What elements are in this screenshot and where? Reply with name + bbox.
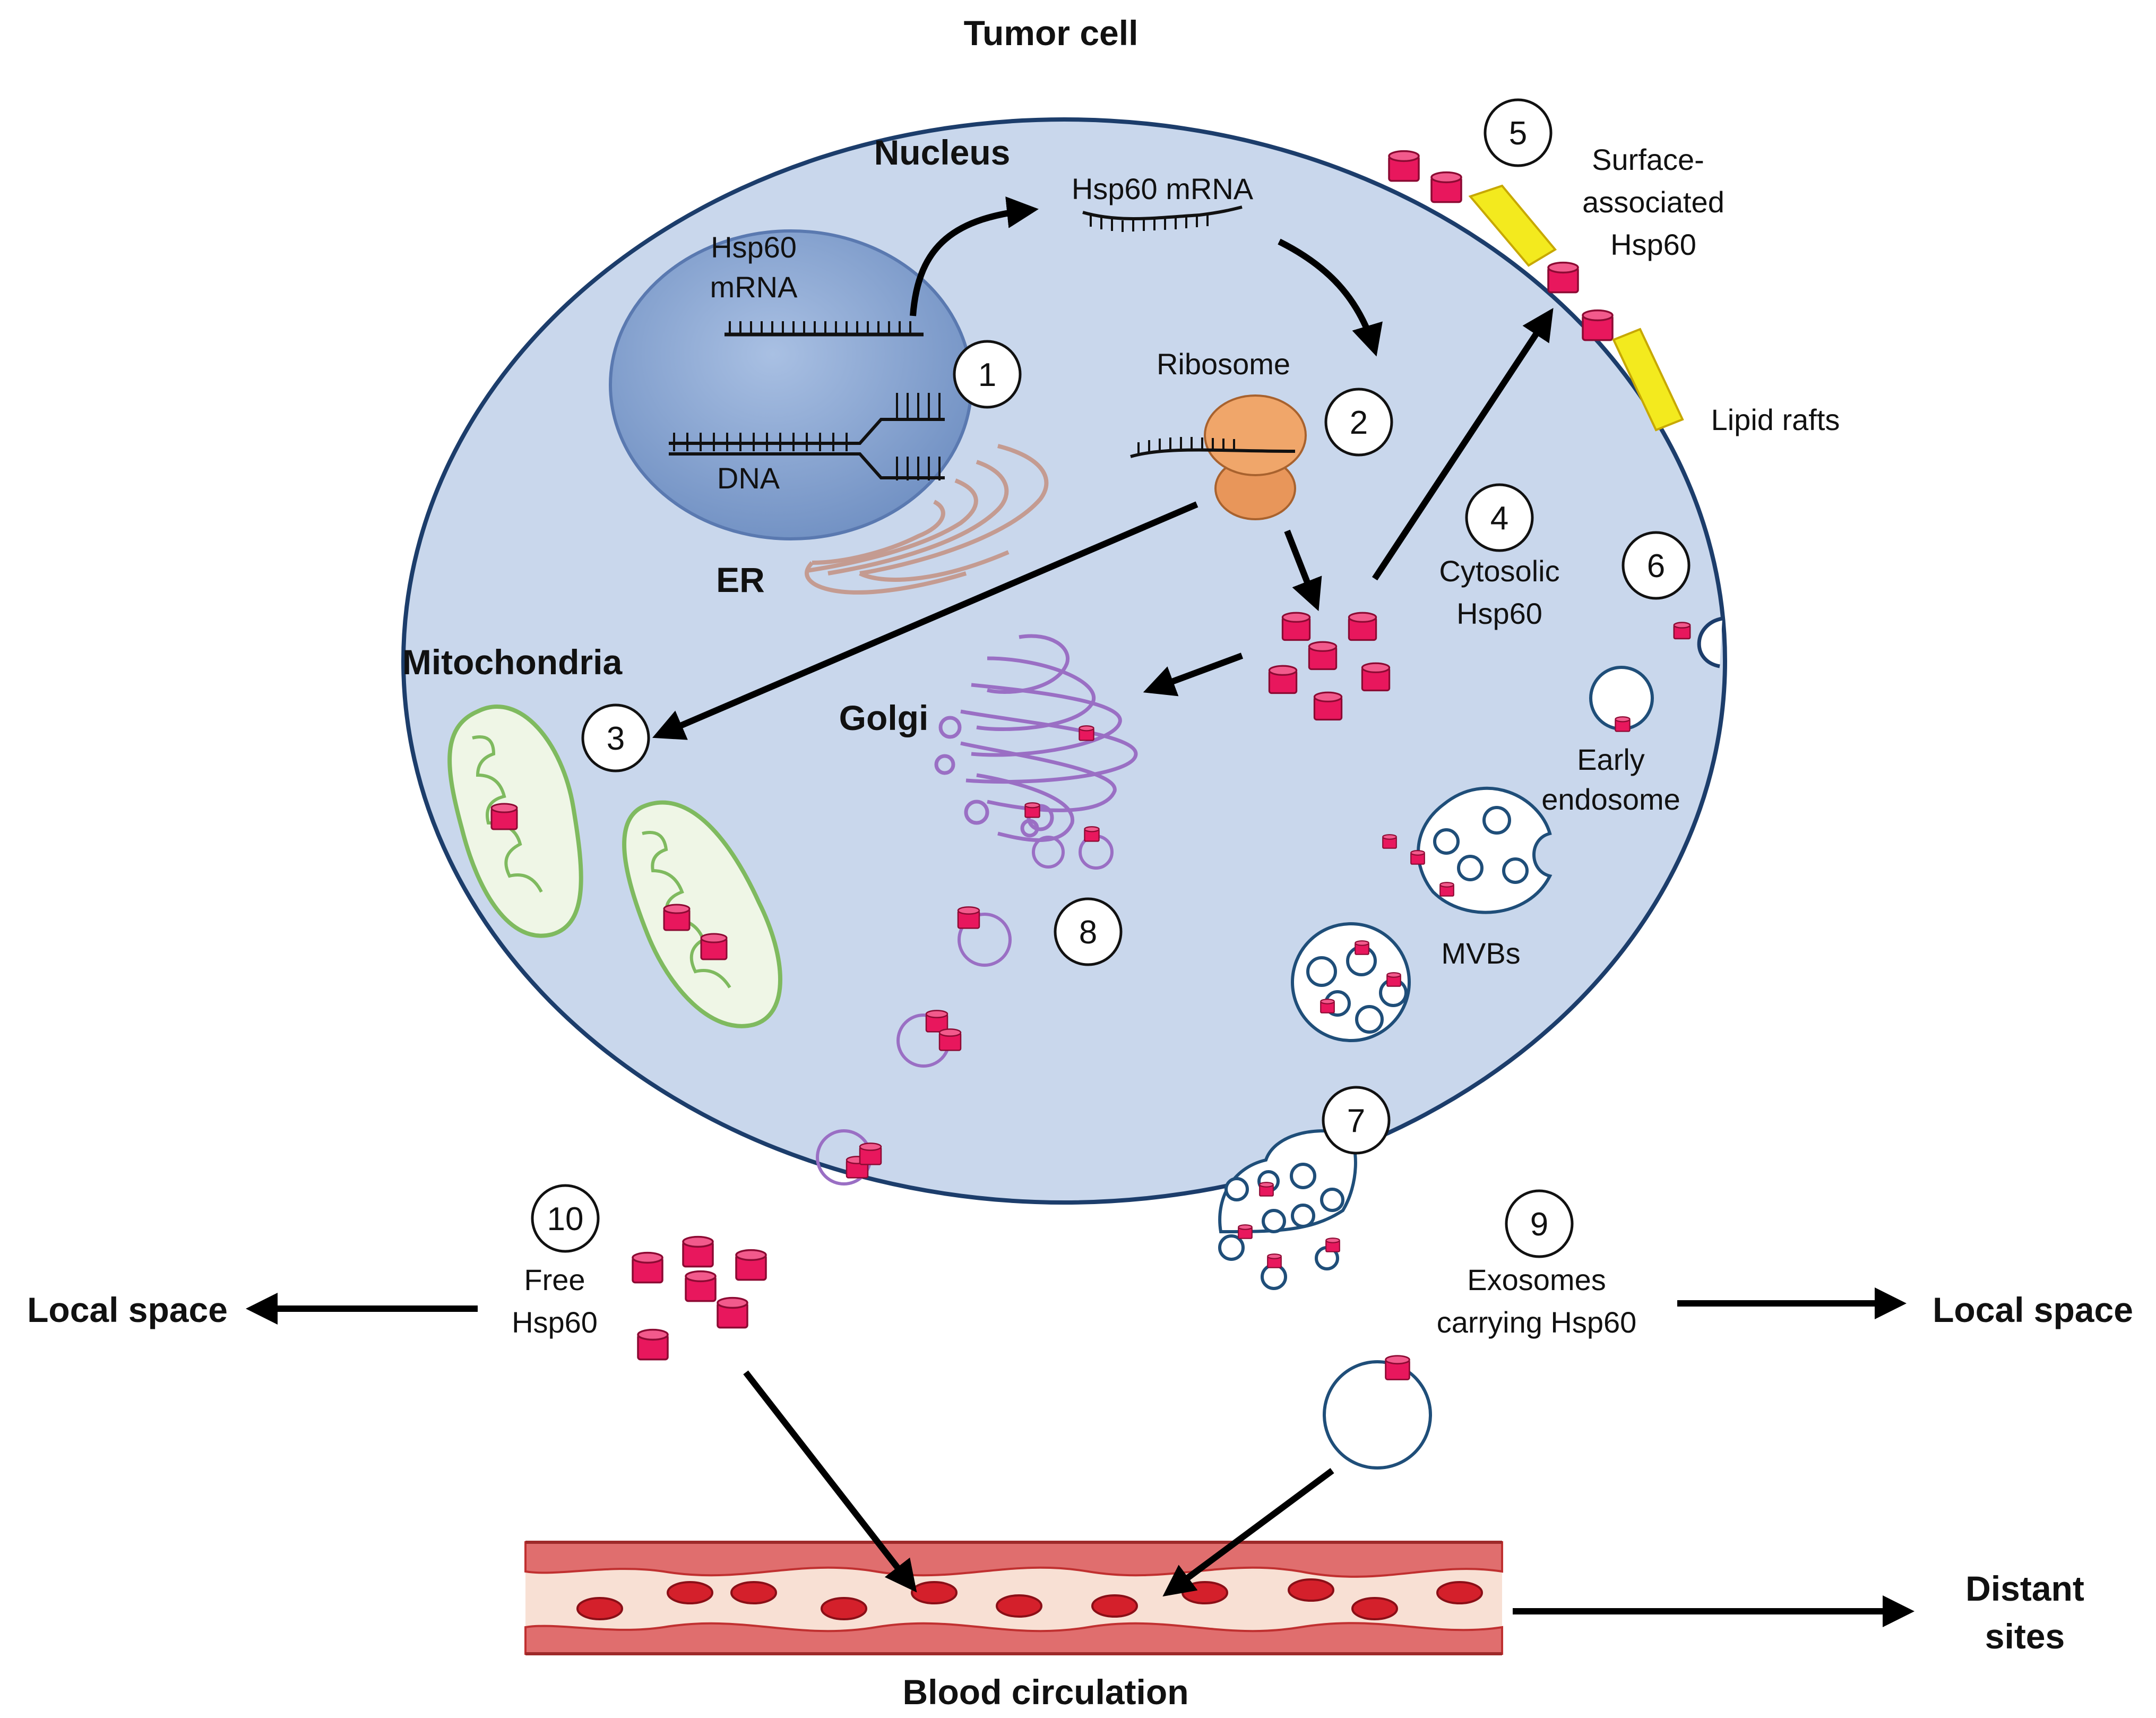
arrow-to-golgi [1143, 652, 1244, 697]
svg-text:9: 9 [1530, 1206, 1548, 1243]
arrow-to-ribosome [1278, 238, 1383, 357]
cytosolic-hsp60-label-line2: Hsp60 [1456, 597, 1542, 630]
blood-vessel [524, 1541, 1503, 1655]
er-icon [805, 444, 1049, 595]
ribosome-icon [1130, 394, 1307, 520]
mrna-export-arrow [910, 196, 1039, 316]
free-hsp60-label-line2: Hsp60 [512, 1305, 598, 1339]
distant-sites-label-line2: sites [1985, 1617, 2065, 1656]
step-badge-6: 6 [1622, 531, 1691, 600]
surface-hsp60-label-line1: Surface- [1592, 143, 1704, 176]
ribosome-label: Ribosome [1157, 347, 1290, 381]
svg-text:8: 8 [1079, 914, 1097, 951]
mitochondria-icon [447, 705, 782, 1028]
early-endosome-label-line1: Early [1577, 743, 1645, 776]
surface-hsp60-label-line3: Hsp60 [1610, 228, 1696, 261]
nuclear-mrna-icon [725, 321, 924, 337]
mitochondria-label: Mitochondria [402, 642, 623, 682]
distant-sites-label-line1: Distant [1965, 1569, 2084, 1608]
svg-text:5: 5 [1509, 115, 1527, 152]
arrow-exosome-to-blood [1162, 1468, 1334, 1597]
step-badge-8: 8 [1054, 897, 1123, 966]
er-label: ER [716, 560, 765, 599]
nucleus-label: Nucleus [874, 133, 1011, 172]
surface-hsp60-label-line2: associated [1582, 185, 1724, 219]
step-badge-7: 7 [1322, 1086, 1391, 1155]
early-endosome-label-line2: endosome [1541, 783, 1680, 816]
lipid-raft-icon [1468, 184, 1684, 432]
step-badge-4: 4 [1465, 483, 1534, 552]
early-endosome-icon [1589, 666, 1654, 732]
svg-text:2: 2 [1350, 405, 1368, 441]
blood-circulation-label: Blood circulation [902, 1672, 1188, 1712]
svg-text:6: 6 [1647, 548, 1665, 585]
arrow-free-to-blood [743, 1370, 917, 1593]
nuclear-mrna-label-line1: Hsp60 [711, 230, 797, 264]
dna-icon [669, 393, 945, 480]
endocytic-pit [1673, 616, 1723, 668]
step-badge-2: 2 [1324, 388, 1393, 457]
arrow-to-mitochondria [652, 501, 1198, 740]
golgi-label: Golgi [839, 698, 929, 737]
free-hsp60-label-line1: Free [524, 1263, 585, 1296]
svg-text:4: 4 [1490, 500, 1508, 537]
svg-text:3: 3 [607, 720, 625, 757]
free-exosome-icon [1323, 1355, 1432, 1470]
step-badge-3: 3 [581, 703, 650, 772]
svg-text:7: 7 [1347, 1103, 1365, 1139]
mvbs-label: MVBs [1441, 937, 1520, 970]
lipid-rafts-label: Lipid rafts [1711, 403, 1840, 436]
exosome-release [1218, 1129, 1357, 1290]
golgi-icon [934, 634, 1138, 842]
cytosolic-hsp60-label-line1: Cytosolic [1439, 554, 1559, 588]
cytoplasmic-mrna-icon [1082, 205, 1243, 232]
step-badge-1: 1 [953, 340, 1022, 409]
step-badge-10: 10 [531, 1184, 600, 1253]
step-badge-9: 9 [1505, 1189, 1574, 1258]
exosomes-label-line1: Exosomes [1467, 1263, 1606, 1296]
title-tumor-cell: Tumor cell [964, 13, 1139, 53]
arrow-to-surface [1372, 307, 1554, 581]
free-hsp60-cluster [632, 1235, 767, 1361]
step-badge-5: 5 [1484, 98, 1553, 167]
svg-text:10: 10 [547, 1201, 584, 1238]
exosomes-label-line2: carrying Hsp60 [1437, 1305, 1637, 1339]
local-space-right-label: Local space [1933, 1290, 2133, 1329]
arrow-to-cytosolic-hsp60 [1284, 529, 1322, 612]
cytoplasmic-mrna-label: Hsp60 mRNA [1072, 172, 1254, 205]
nuclear-mrna-label-line2: mRNA [710, 270, 798, 304]
svg-text:1: 1 [978, 357, 996, 393]
local-space-left-label: Local space [27, 1290, 228, 1329]
dna-label: DNA [717, 461, 780, 495]
